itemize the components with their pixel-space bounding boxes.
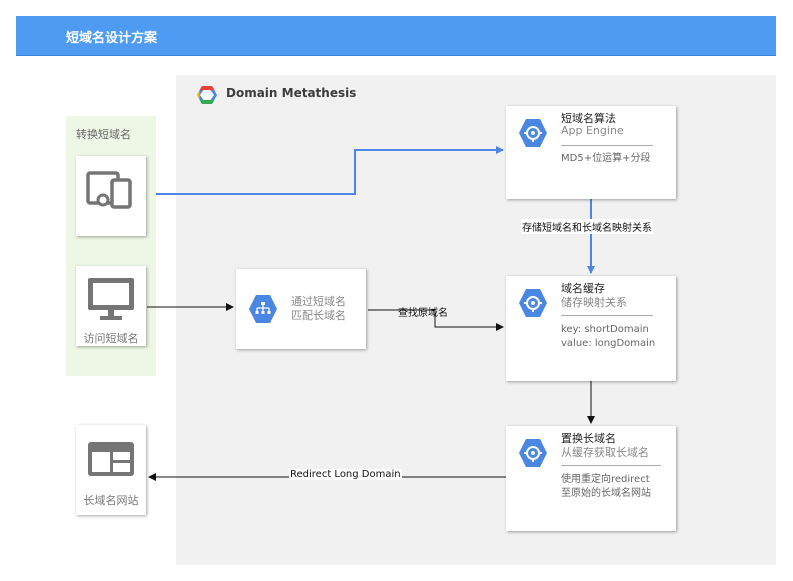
cache-title: 域名缓存 <box>561 282 605 295</box>
cache-node[interactable]: 域名缓存 储存映射关系 key: shortDomain value: long… <box>506 276 676 381</box>
website-node[interactable]: 长域名网站 <box>76 425 146 515</box>
replace-title: 置换长域名 <box>561 432 616 445</box>
replace-desc-line: 至原始的长域名网站 <box>561 488 651 499</box>
group-title: 转换短域名 <box>76 128 131 141</box>
page-title: 短域名设计方案 <box>66 31 158 46</box>
desktop-label: 访问短域名 <box>83 332 139 345</box>
replace-desc-line: 使用重定向redirect <box>561 474 650 485</box>
load-balancer-icon <box>249 295 277 323</box>
edge-label-store-mapping: 存储短域名和长域名映射关系 <box>521 219 653 234</box>
desktop-node[interactable]: 访问短域名 <box>76 266 146 346</box>
replace-divider <box>561 465 661 466</box>
cache-desc-line: value: longDomain <box>561 338 656 349</box>
matcher-title: 通过短域名 <box>291 295 346 308</box>
matcher-subtitle: 匹配长域名 <box>291 309 346 322</box>
edge-label-lookup: 查找原域名 <box>398 308 448 319</box>
cache-desc-line: key: shortDomain <box>561 324 649 335</box>
algorithm-divider <box>561 145 653 146</box>
google-cloud-logo-icon <box>196 84 218 106</box>
website-label: 长域名网站 <box>83 494 139 507</box>
algorithm-node[interactable]: 短域名算法 App Engine MD5+位运算+分段 <box>506 106 676 199</box>
algorithm-desc-line: MD5+位运算+分段 <box>561 153 651 164</box>
app-engine-icon <box>519 119 547 147</box>
app-engine-icon <box>519 439 547 467</box>
cache-icon <box>519 289 547 317</box>
matcher-node[interactable]: 通过短域名 匹配长域名 <box>236 269 366 349</box>
algorithm-subtitle: App Engine <box>561 124 624 137</box>
replace-subtitle: 从缓存获取长域名 <box>561 446 649 459</box>
monitor-icon <box>88 278 134 320</box>
mobile-devices-icon <box>86 171 132 209</box>
cache-divider <box>561 315 653 316</box>
cache-subtitle: 储存映射关系 <box>561 296 627 309</box>
replace-node[interactable]: 置换长域名 从缓存获取长域名 使用重定向redirect 至原始的长域名网站 <box>506 426 676 531</box>
website-icon <box>88 442 134 476</box>
edge-mobile-to-algorithm <box>156 146 504 195</box>
header-bar <box>16 16 776 56</box>
project-title: Domain Metathesis <box>226 86 357 100</box>
mobile-device-node[interactable] <box>76 156 146 236</box>
algorithm-title: 短域名算法 <box>561 112 616 125</box>
edge-label-redirect: Redirect Long Domain <box>289 469 402 480</box>
edge-matcher-to-cache <box>368 309 504 331</box>
